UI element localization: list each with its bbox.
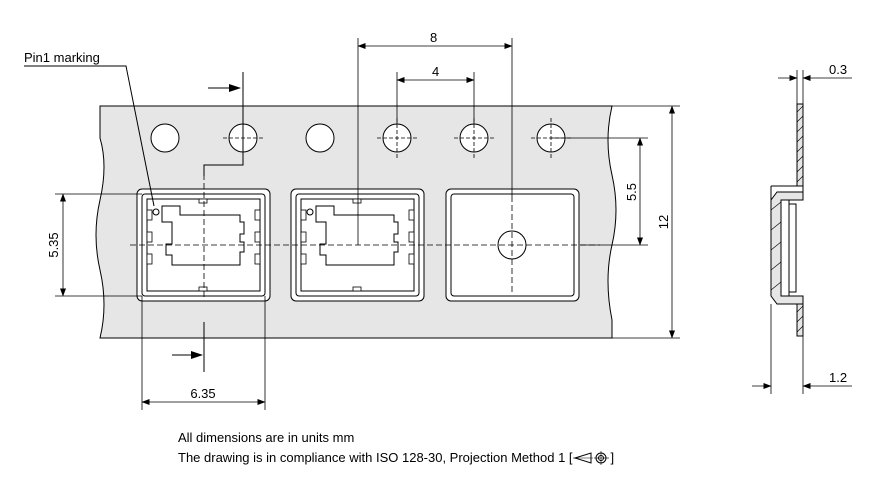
dimension-pocket-height <box>55 193 142 297</box>
dimension-5-5-label: 5.5 <box>624 183 639 201</box>
feed-direction-path <box>203 106 244 176</box>
dimension-5-35-label: 5.35 <box>46 232 61 257</box>
dimension-tape-width <box>612 105 680 339</box>
first-angle-projection-icon <box>572 451 611 468</box>
dimension-1-2-label: 1.2 <box>829 370 847 385</box>
units-note: All dimensions are in units mm <box>178 430 355 445</box>
component-outline <box>315 205 399 266</box>
tape-side-view <box>770 103 804 337</box>
compliance-text: The drawing is in compliance with ISO 12… <box>178 450 573 465</box>
dimension-pocket-width <box>141 296 266 410</box>
compliance-text-end: ] <box>610 450 615 465</box>
dimension-pitch-hole <box>396 72 475 124</box>
sprocket-hole <box>150 123 180 153</box>
pin1-leader <box>24 65 155 207</box>
dimension-8-label: 8 <box>430 30 437 45</box>
dimension-hole-to-center <box>551 137 648 246</box>
component-outline <box>161 205 245 266</box>
dimension-thickness <box>778 70 852 104</box>
dimension-12-label: 12 <box>656 215 671 229</box>
dimension-pitch-component <box>357 38 513 245</box>
dimension-6-35-label: 6.35 <box>190 386 215 401</box>
pin1-dot <box>152 208 160 216</box>
dimension-cavity-depth <box>752 304 852 394</box>
dimension-0-3-label: 0.3 <box>829 62 847 77</box>
sprocket-hole <box>305 123 335 153</box>
dimension-4-label: 4 <box>432 64 439 79</box>
pin1-marking-label: Pin1 marking <box>24 50 100 65</box>
compliance-note: The drawing is in compliance with ISO 12… <box>178 450 614 468</box>
